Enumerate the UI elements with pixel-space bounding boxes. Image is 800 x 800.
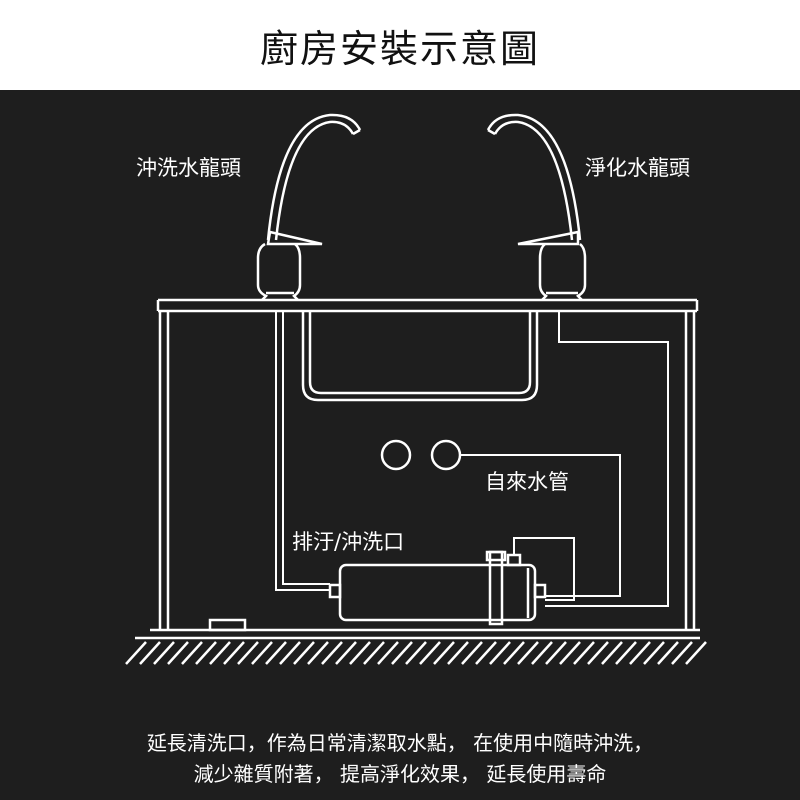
hatch-line bbox=[125, 641, 147, 665]
purified-faucet-icon bbox=[486, 113, 587, 301]
pipes bbox=[275, 311, 669, 607]
hatch-line bbox=[615, 641, 637, 665]
hatch-line bbox=[181, 641, 203, 665]
hatch-line bbox=[685, 641, 707, 665]
hatch-line bbox=[307, 641, 329, 665]
drain-outlet-label: 排汙/沖洗口 bbox=[292, 530, 405, 554]
hatch-line bbox=[531, 641, 553, 665]
hatch-line bbox=[433, 641, 455, 665]
valve-icon bbox=[380, 439, 412, 471]
hatch-line bbox=[447, 641, 469, 665]
hatch-line bbox=[559, 641, 581, 665]
hatch-line bbox=[657, 641, 679, 665]
hatch-line bbox=[405, 641, 427, 665]
hatch-line bbox=[475, 641, 497, 665]
hatch-line bbox=[237, 641, 259, 665]
hatch-line bbox=[195, 641, 217, 665]
countertop bbox=[156, 298, 699, 313]
hatch-line bbox=[489, 641, 511, 665]
hatch-line bbox=[139, 641, 161, 665]
floor-hatch bbox=[125, 641, 707, 665]
hatch-line bbox=[573, 641, 595, 665]
tap-water-pipe-label: 自來水管 bbox=[485, 470, 569, 494]
hatch-line bbox=[349, 641, 371, 665]
hatch-line bbox=[265, 641, 287, 665]
hatch-line bbox=[643, 641, 665, 665]
hatch-line bbox=[321, 641, 343, 665]
hatch-line bbox=[391, 641, 413, 665]
hatch-line bbox=[587, 641, 609, 665]
hatch-line bbox=[545, 641, 567, 665]
flush-faucet-icon bbox=[256, 113, 362, 301]
hatch-line bbox=[461, 641, 483, 665]
hatch-line bbox=[363, 641, 385, 665]
hatch-line bbox=[601, 641, 623, 665]
diagram-panel bbox=[0, 90, 800, 800]
hatch-line bbox=[167, 641, 189, 665]
hatch-line bbox=[503, 641, 525, 665]
page-title: 廚房安裝示意圖 bbox=[259, 26, 540, 71]
flush-faucet-label: 沖洗水龍頭 bbox=[136, 156, 241, 180]
hatch-line bbox=[251, 641, 273, 665]
hatch-line bbox=[209, 641, 231, 665]
hatch-line bbox=[279, 641, 301, 665]
hatch-line bbox=[517, 641, 539, 665]
hatch-line bbox=[153, 641, 175, 665]
sink-basin bbox=[301, 311, 539, 402]
hatch-line bbox=[419, 641, 441, 665]
filter-unit-icon bbox=[328, 550, 547, 626]
valve-icon bbox=[430, 439, 462, 471]
purified-faucet-label: 淨化水龍頭 bbox=[585, 156, 690, 180]
hatch-line bbox=[335, 641, 357, 665]
hatch-line bbox=[629, 641, 651, 665]
hatch-line bbox=[671, 641, 693, 665]
caption-line-2: 減少雜質附著， 提高淨化效果， 延長使用壽命 bbox=[193, 762, 607, 786]
hatch-line bbox=[223, 641, 245, 665]
hatch-line bbox=[377, 641, 399, 665]
cabinet bbox=[135, 311, 700, 640]
caption-line-1: 延長清洗口，作為日常清潔取水點， 在使用中隨時沖洗， bbox=[146, 731, 654, 755]
hatch-line bbox=[293, 641, 315, 665]
